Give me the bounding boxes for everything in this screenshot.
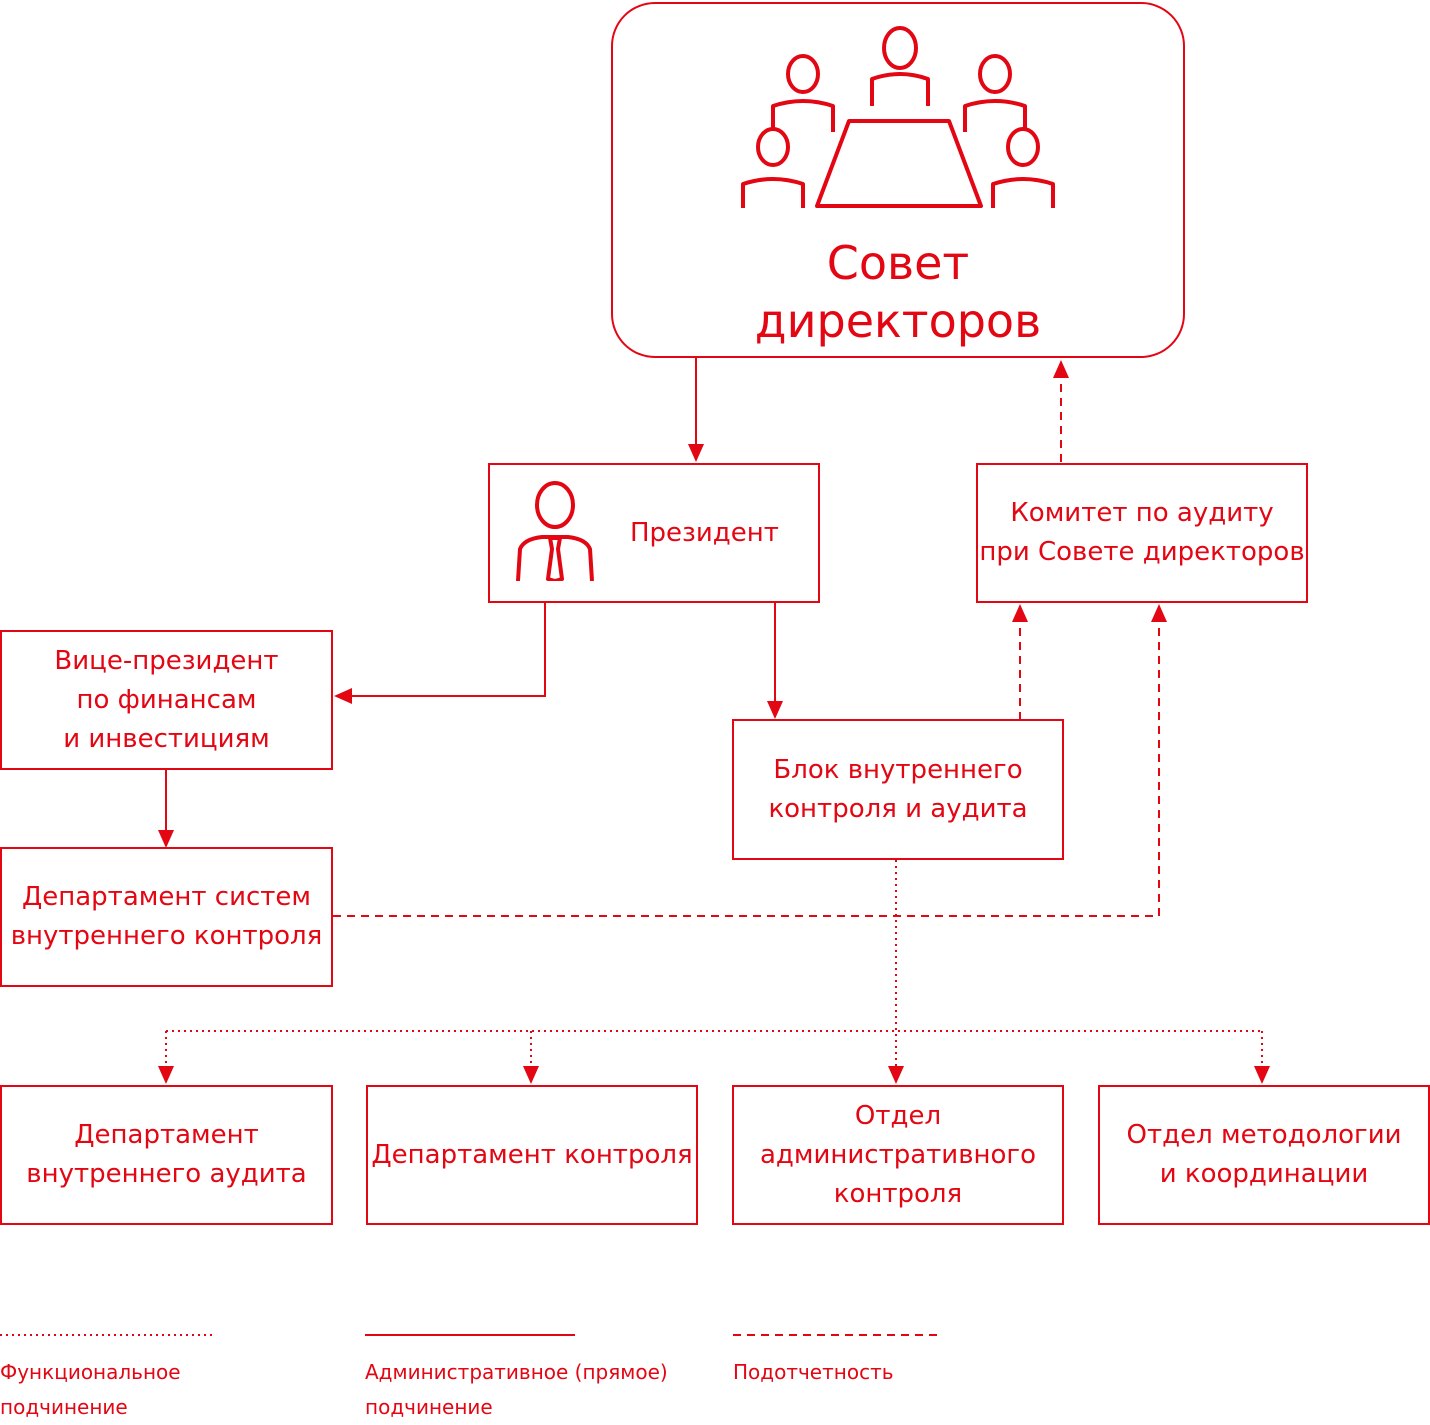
audit-committee-box: Комитет по аудиту при Совете директоров [976,463,1308,603]
legend-administrative-label: Административное (прямое) подчинение [365,1360,668,1419]
internal-audit-dept-label: Департамент внутреннего аудита [26,1120,307,1189]
meeting-table-people-icon [741,26,1055,208]
admin-control-dept-label: Отдел административного контроля [759,1100,1037,1209]
president-label: Президент [630,518,779,548]
control-dept-box: Департамент контроля [366,1085,698,1225]
control-dept-label: Департамент контроля [371,1139,693,1170]
methodology-dept-label: Отдел методологии и координации [1126,1120,1402,1189]
admin-control-dept-box: Отдел административного контроля [732,1085,1064,1225]
audit-committee-label: Комитет по аудиту при Совете директоров [979,498,1305,567]
methodology-dept-box: Отдел методологии и координации [1098,1085,1430,1225]
internal-audit-dept-box: Департамент внутреннего аудита [0,1085,333,1225]
internal-control-block-box: Блок внутреннего контроля и аудита [732,719,1064,860]
vp-finance-label: Вице-президент по финансам и инвестициям [54,645,279,754]
person-with-tie-icon [516,481,594,581]
board-title: Совет директоров [754,236,1042,348]
edge-ics-to-committee [333,604,1167,917]
vp-finance-box: Вице-президент по финансам и инвестициям [0,630,333,770]
board-of-directors-box: Совет директоров [611,2,1185,358]
edge-president-to-vp [334,603,546,704]
internal-control-block-label: Блок внутреннего контроля и аудита [768,754,1028,824]
ics-department-box: Департамент систем внутреннего контроля [0,847,333,987]
ics-department-label: Департамент систем внутреннего контроля [10,882,323,951]
president-box: Президент [488,463,820,603]
legend-functional-label: Функциональное подчинение [0,1360,181,1419]
legend-accountability-label: Подотчетность [733,1360,894,1384]
